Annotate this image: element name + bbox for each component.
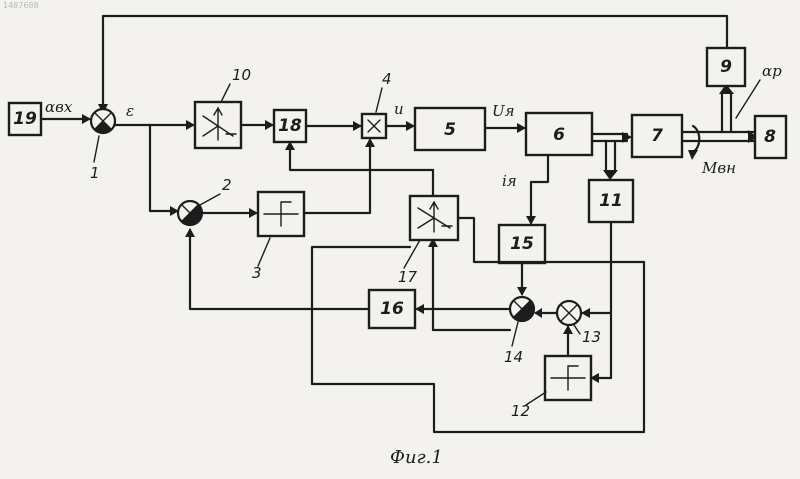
arrowhead-into-10 (186, 120, 195, 130)
shaft-7-to-8 (682, 132, 754, 141)
label-1: 1 (90, 164, 100, 182)
block-6-label: 6 (553, 125, 565, 145)
block-7-label: 7 (651, 126, 663, 146)
leader-10 (221, 84, 230, 102)
arrowhead-into-6 (517, 123, 526, 133)
block-15-label: 15 (510, 234, 534, 254)
block-16-label: 16 (380, 299, 404, 319)
arrowhead-into-13 (581, 308, 590, 318)
signal-i-ya: iя (502, 172, 517, 190)
label-10: 10 (232, 66, 251, 84)
leader-13 (574, 325, 580, 334)
summator-1 (91, 109, 115, 133)
document-id: 1487688 (3, 1, 39, 10)
arrowhead-into-14 (517, 287, 527, 296)
block-8-label: 8 (764, 127, 776, 147)
shaft-to-9 (722, 92, 731, 132)
leader-3 (258, 238, 270, 266)
arrowhead-into-18 (265, 120, 274, 130)
line-3-to-4 (304, 140, 370, 213)
signal-epsilon: ε (126, 102, 134, 120)
signal-u: u (394, 100, 404, 118)
feedback-line-9-to-1 (103, 16, 727, 112)
signal-alpha-in: αвх (45, 98, 73, 116)
link-loop-17 (312, 218, 644, 432)
figure-caption: Фиг.1 (390, 447, 443, 468)
leader-2 (200, 194, 220, 205)
label-17: 17 (398, 268, 418, 286)
line-16-to-2 (190, 230, 369, 309)
block-18-label: 18 (278, 116, 302, 136)
arrowhead-into-15 (526, 216, 536, 225)
summator-13 (557, 301, 581, 325)
summator-2 (178, 201, 202, 225)
signal-m-vn: Мвн (701, 159, 736, 177)
signal-u-ya: Uя (492, 102, 515, 120)
arrowhead-into-2-bottom (185, 228, 195, 237)
label-3: 3 (252, 264, 262, 282)
arrowhead-into-13-bottom (563, 325, 573, 334)
line-6-to-11 (606, 141, 615, 172)
block-9-label: 9 (720, 57, 732, 77)
arrowhead-into-4 (353, 121, 362, 131)
leader-1 (94, 136, 99, 162)
arrowhead-into-11 (603, 170, 618, 180)
leader-14 (512, 322, 518, 346)
leader-12 (526, 392, 546, 405)
line-17-to-18 (290, 143, 433, 170)
leader-17 (404, 240, 420, 268)
label-4: 4 (382, 70, 392, 88)
label-2: 2 (222, 176, 232, 194)
summator-14 (510, 297, 534, 321)
arrowhead-into-5 (406, 121, 415, 131)
line-6-to-7 (592, 134, 627, 141)
load-torque-arc (693, 126, 699, 152)
line-11-to-12 (592, 222, 611, 378)
leader-4 (376, 88, 382, 112)
block-11-label: 11 (599, 191, 623, 211)
arrowhead-into-14-right (534, 308, 542, 318)
label-14: 14 (504, 348, 523, 366)
arrowhead-into-4-bottom (365, 138, 375, 147)
signal-alpha-p: αр (762, 62, 782, 80)
line-6-to-15 (531, 155, 548, 223)
arrowhead-into-3 (249, 208, 258, 218)
label-13: 13 (582, 328, 601, 346)
arrowhead-into-16 (415, 304, 424, 314)
block-5-label: 5 (444, 120, 456, 140)
block-19-label: 19 (13, 109, 37, 129)
line-epsilon-to-2 (150, 125, 176, 211)
arrowhead-into-1-left (82, 114, 91, 124)
load-torque-arrowhead (688, 150, 698, 160)
